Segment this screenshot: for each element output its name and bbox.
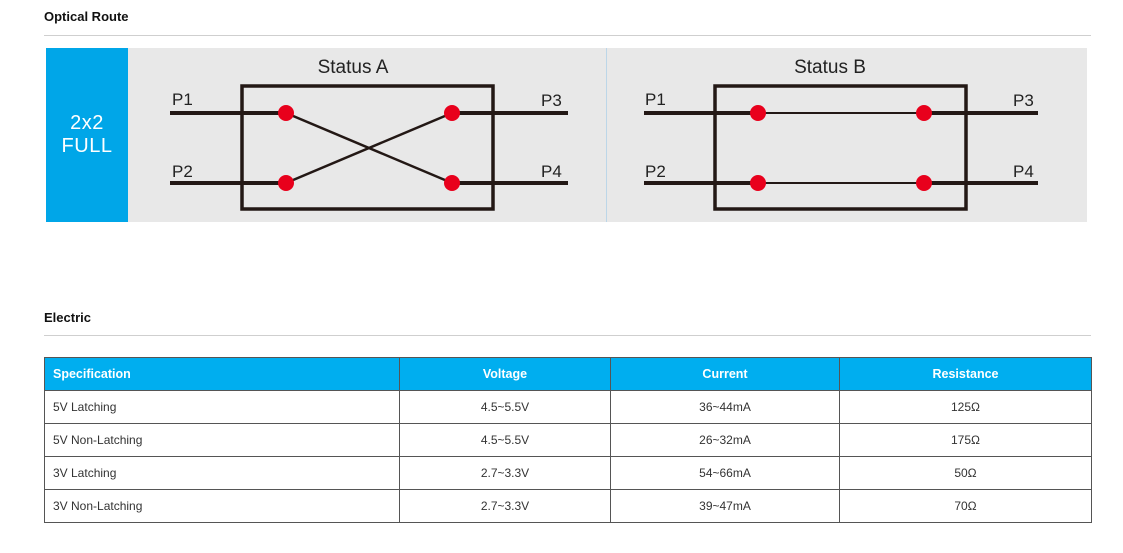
mode-label-line1: 2x2 [70,112,104,134]
cell-current: 54~66mA [610,456,840,490]
optical-route-diagram: Status A P1 P2 P3 P4 Status B [170,57,1038,211]
status-a-title: Status A [318,57,389,78]
cell-resistance: 125Ω [839,390,1092,424]
port-label-p2: P2 [172,162,193,181]
node-dot [278,175,294,191]
table-header-row: Specification Voltage Current Resistance [44,357,1092,391]
mode-label-line2: FULL [61,135,113,157]
column-header-voltage: Voltage [399,357,611,391]
cell-current: 39~47mA [610,489,840,523]
node-dot [750,105,766,121]
port-label-p4: P4 [541,162,562,181]
section-divider [44,35,1091,36]
port-label-p1: P1 [172,90,193,109]
cell-specification: 5V Latching [44,390,400,424]
port-label-p2: P2 [645,162,666,181]
optical-route-panel: 2x2 FULL Status A P1 P2 P3 P4 Status B [46,48,1087,222]
port-label-p1: P1 [645,90,666,109]
mode-label-box: 2x2 FULL [46,48,128,222]
port-label-p3: P3 [1013,91,1034,110]
cell-voltage: 4.5~5.5V [399,423,611,457]
cell-current: 36~44mA [610,390,840,424]
status-b-switch-box [713,84,968,211]
cell-specification: 3V Latching [44,456,400,490]
electric-spec-table: Specification Voltage Current Resistance… [44,357,1092,523]
table-row: 5V Latching 4.5~5.5V 36~44mA 125Ω [44,390,1092,424]
cell-voltage: 2.7~3.3V [399,456,611,490]
electric-heading: Electric [44,310,91,325]
node-dot [444,175,460,191]
column-header-current: Current [610,357,840,391]
cell-resistance: 50Ω [839,456,1092,490]
cell-voltage: 4.5~5.5V [399,390,611,424]
status-b-diagram: Status B P1 P2 P3 P4 [644,57,1038,211]
cell-current: 26~32mA [610,423,840,457]
node-dot [278,105,294,121]
optical-route-heading: Optical Route [44,9,129,24]
table-row: 3V Non-Latching 2.7~3.3V 39~47mA 70Ω [44,489,1092,523]
section-divider [44,335,1091,336]
table-row: 5V Non-Latching 4.5~5.5V 26~32mA 175Ω [44,423,1092,457]
status-divider [606,48,607,222]
cell-specification: 5V Non-Latching [44,423,400,457]
cell-resistance: 70Ω [839,489,1092,523]
node-dot [916,105,932,121]
cell-resistance: 175Ω [839,423,1092,457]
status-b-title: Status B [794,57,866,78]
port-label-p4: P4 [1013,162,1034,181]
node-dot [444,105,460,121]
cell-voltage: 2.7~3.3V [399,489,611,523]
column-header-resistance: Resistance [839,357,1092,391]
status-a-switch-box [240,84,495,211]
column-header-specification: Specification [44,357,400,391]
cross-path-p2-p3 [285,111,453,185]
node-dot [750,175,766,191]
node-dot [916,175,932,191]
cell-specification: 3V Non-Latching [44,489,400,523]
port-label-p3: P3 [541,91,562,110]
table-row: 3V Latching 2.7~3.3V 54~66mA 50Ω [44,456,1092,490]
status-a-diagram: Status A P1 P2 P3 P4 [170,57,568,211]
